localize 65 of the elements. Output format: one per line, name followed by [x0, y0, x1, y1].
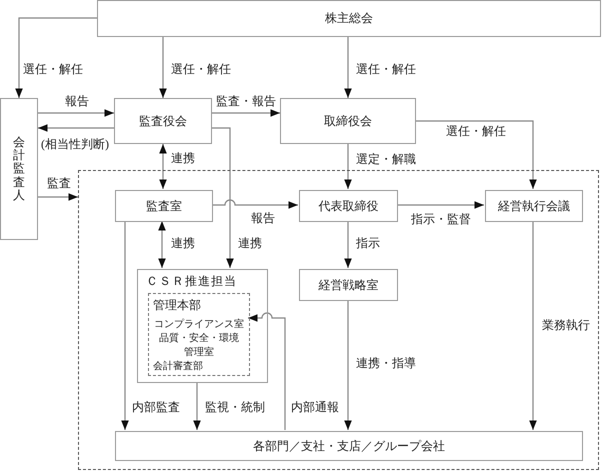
edge-label: (相当性判断) — [40, 137, 110, 151]
dashed-group-box — [148, 293, 250, 376]
arrow — [529, 221, 537, 430]
node-label: 経営戦略室 — [318, 276, 378, 294]
node-label: 代表取締役 — [318, 198, 378, 214]
org-box — [485, 190, 583, 222]
edge-label: 連携 — [170, 236, 196, 250]
org-box — [0, 98, 38, 240]
arrow — [158, 221, 166, 268]
arrow — [159, 144, 167, 189]
arrow — [248, 312, 286, 430]
department-name: 品質・安全・環境管理室 — [158, 332, 240, 360]
arrow — [38, 193, 78, 201]
arrow — [344, 300, 352, 430]
department-name: コンプライアンス室 — [153, 318, 245, 332]
arrow — [344, 221, 352, 268]
arrow — [121, 221, 129, 430]
department-name: 会計審査部 — [153, 360, 204, 374]
arrow — [416, 120, 537, 189]
edge-label: 連携 — [237, 236, 263, 250]
edge-label: 連携 — [170, 151, 196, 165]
edge-label: 選任・解任 — [445, 124, 507, 138]
arrow — [212, 199, 298, 209]
edge-label: 選定・解職 — [355, 152, 417, 166]
arrow — [159, 37, 167, 98]
arrow — [193, 382, 201, 430]
edge-label: 監視・統制 — [204, 400, 266, 414]
arrow — [344, 37, 352, 98]
org-box — [115, 190, 213, 222]
edge-label: 選任・解任 — [355, 62, 417, 76]
arrow — [38, 124, 114, 132]
edge-label: 監査 — [46, 176, 72, 190]
department-box — [137, 269, 268, 383]
org-box — [115, 431, 583, 461]
arrow — [15, 17, 97, 98]
edge-label: 指示・監督 — [410, 212, 472, 226]
arrow — [212, 127, 234, 268]
node-label: 会計監査人 — [13, 136, 25, 202]
group-heading: 管理本部 — [153, 297, 202, 314]
org-box — [280, 98, 416, 144]
edge-label: 報告 — [250, 211, 276, 225]
edge-label: 指示 — [355, 236, 381, 250]
edge-label: 報告 — [64, 94, 90, 108]
edge-label: 監査・報告 — [215, 94, 277, 108]
org-box — [299, 269, 398, 301]
arrow — [38, 109, 114, 117]
node-label: 株主総会 — [325, 10, 373, 27]
edge-label: 選任・解任 — [22, 62, 84, 76]
arrow — [397, 201, 484, 209]
node-label: 経営執行会議 — [498, 198, 570, 214]
edge-label: 選任・解任 — [170, 62, 232, 76]
org-box — [114, 98, 212, 144]
org-box — [299, 190, 398, 222]
node-label: 各部門／支社・支店／グループ会社 — [253, 438, 445, 454]
edge-label: 内部監査 — [131, 400, 181, 414]
node-label: 取締役会 — [324, 112, 372, 130]
arrow — [344, 144, 352, 189]
group-heading: ＣＳＲ推進担当 — [146, 273, 238, 290]
org-box — [97, 0, 601, 37]
arrow — [212, 109, 280, 117]
node-label: 監査室 — [146, 198, 182, 214]
node-label: 監査役会 — [139, 112, 187, 130]
edge-label: 業務執行 — [541, 318, 591, 332]
edge-label: 連携・指導 — [355, 356, 417, 370]
edge-label: 内部通報 — [290, 400, 340, 414]
